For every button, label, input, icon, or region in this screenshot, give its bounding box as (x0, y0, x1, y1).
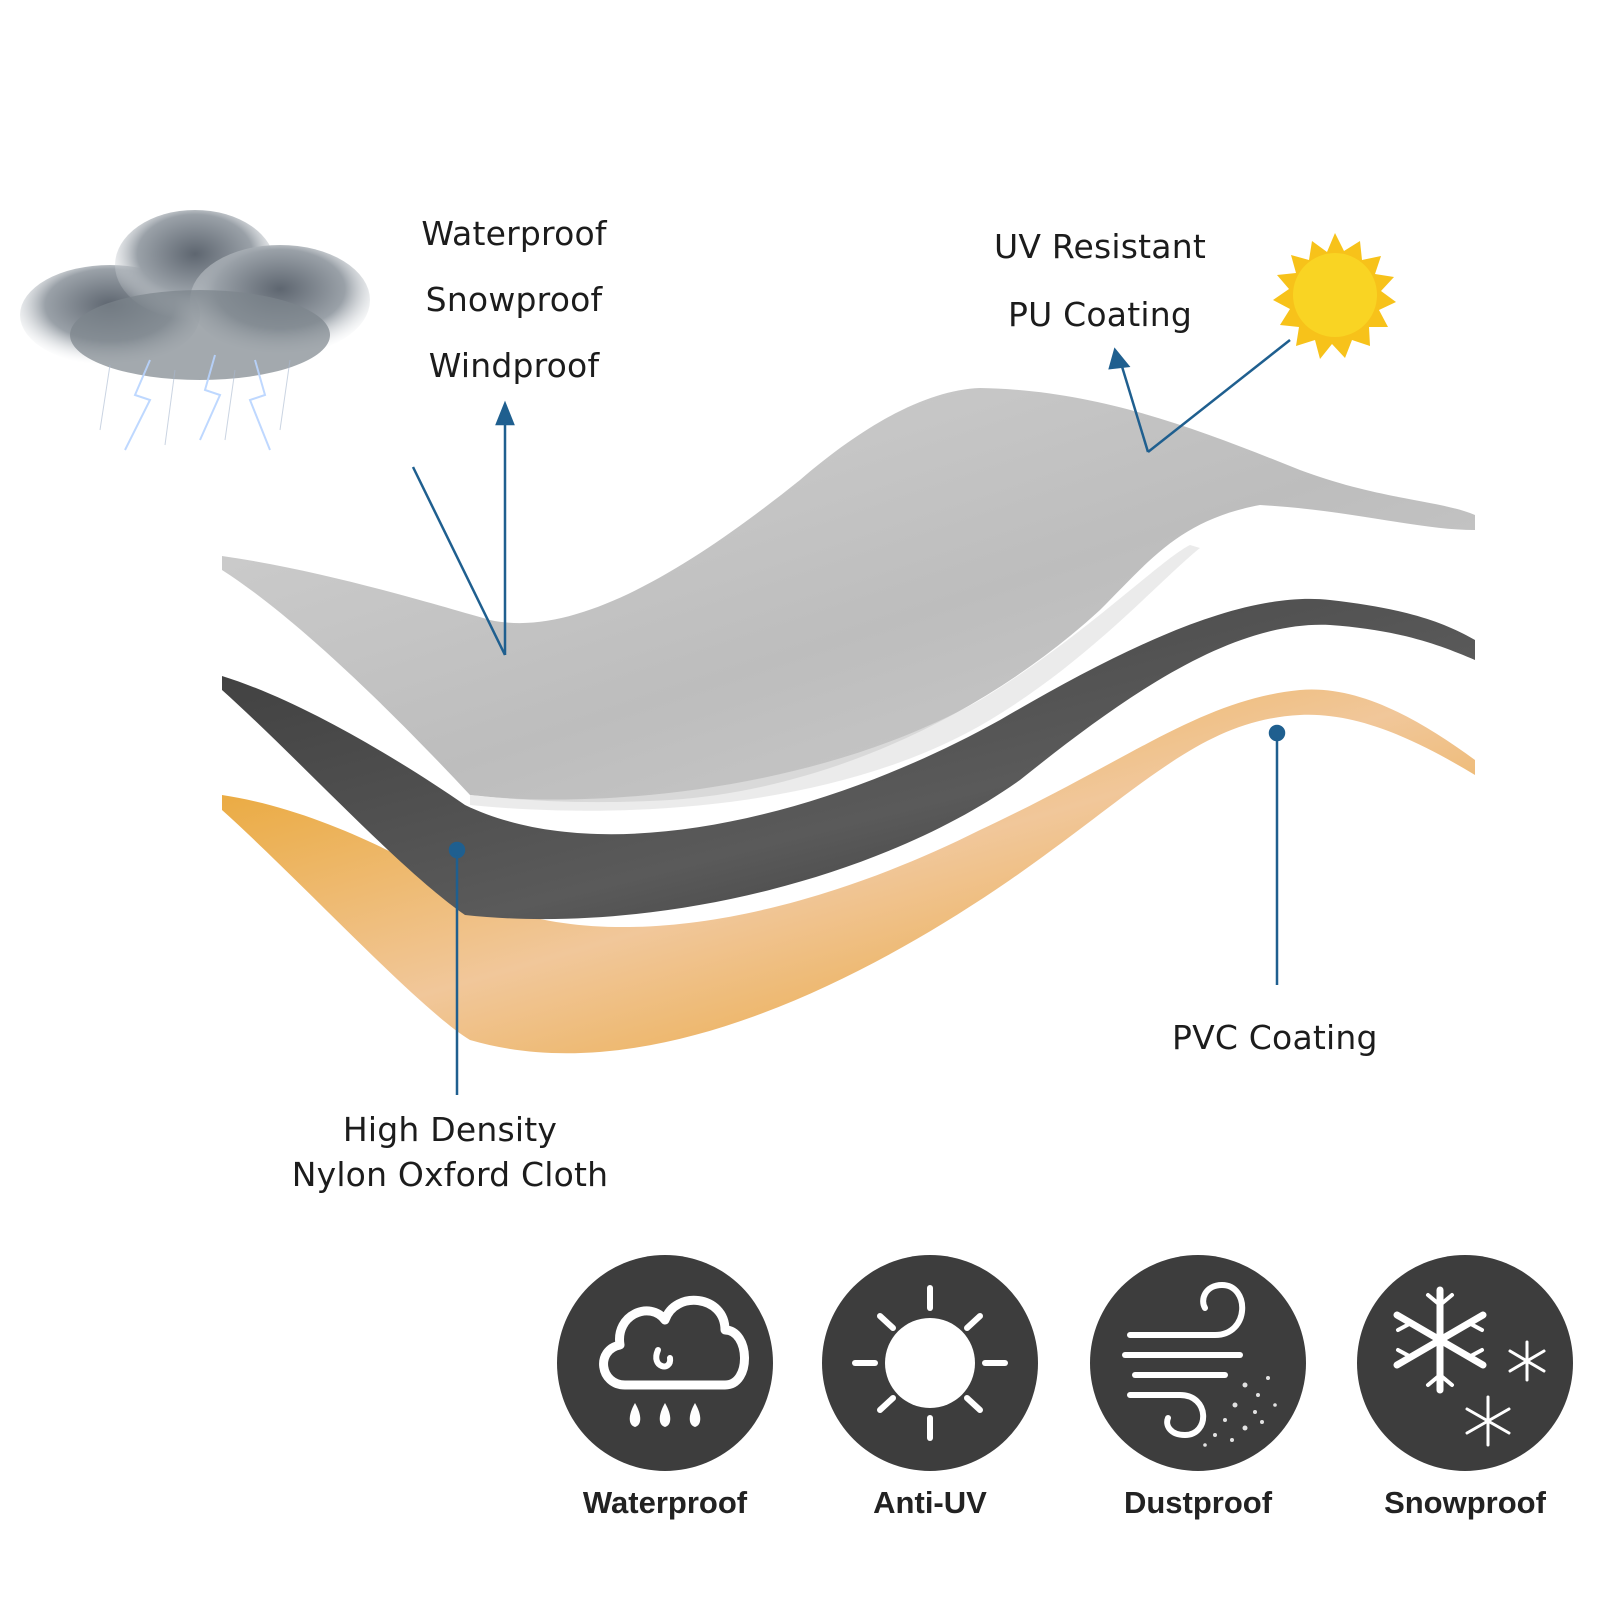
storm-cloud-icon (20, 210, 370, 451)
wind-dust-icon (1122, 1281, 1246, 1439)
label-pu-coating: PU Coating (1008, 295, 1192, 334)
pointer-line (1118, 359, 1150, 453)
feature-label-snowproof: Snowproof (1384, 1485, 1546, 1520)
label-uv-resistant: UV Resistant (994, 227, 1206, 266)
label-pvc-coating: PVC Coating (1172, 1018, 1378, 1057)
pointer-arrowhead (1108, 347, 1131, 370)
pointer-line (1147, 339, 1291, 453)
pointer-dot (448, 841, 466, 859)
feature-icons (557, 1255, 1573, 1471)
feature-label-waterproof: Waterproof (582, 1485, 748, 1520)
cloud-rain-icon (599, 1295, 749, 1390)
sun-icon (852, 1285, 1008, 1441)
pvc-layer (222, 689, 1475, 1054)
nylon-layer (222, 598, 1475, 920)
sun-icon (1273, 233, 1396, 359)
feature-circle (1357, 1255, 1573, 1471)
feature-label-anti-uv: Anti-UV (873, 1485, 987, 1520)
snowflake-icon (1393, 1286, 1546, 1447)
feature-label-dustproof: Dustproof (1123, 1485, 1273, 1520)
label-windproof: Windproof (428, 346, 600, 385)
label-high-density: High Density (342, 1110, 558, 1149)
label-nylon-oxford-cloth: Nylon Oxford Cloth (291, 1155, 609, 1194)
label-waterproof: Waterproof (421, 214, 607, 253)
pointer-arrowhead (495, 400, 515, 426)
pointer-line (411, 466, 507, 656)
feature-circle (1090, 1255, 1306, 1471)
label-snowproof: Snowproof (425, 280, 603, 319)
pu-layer (222, 388, 1475, 803)
pointer-dot (1268, 724, 1286, 742)
